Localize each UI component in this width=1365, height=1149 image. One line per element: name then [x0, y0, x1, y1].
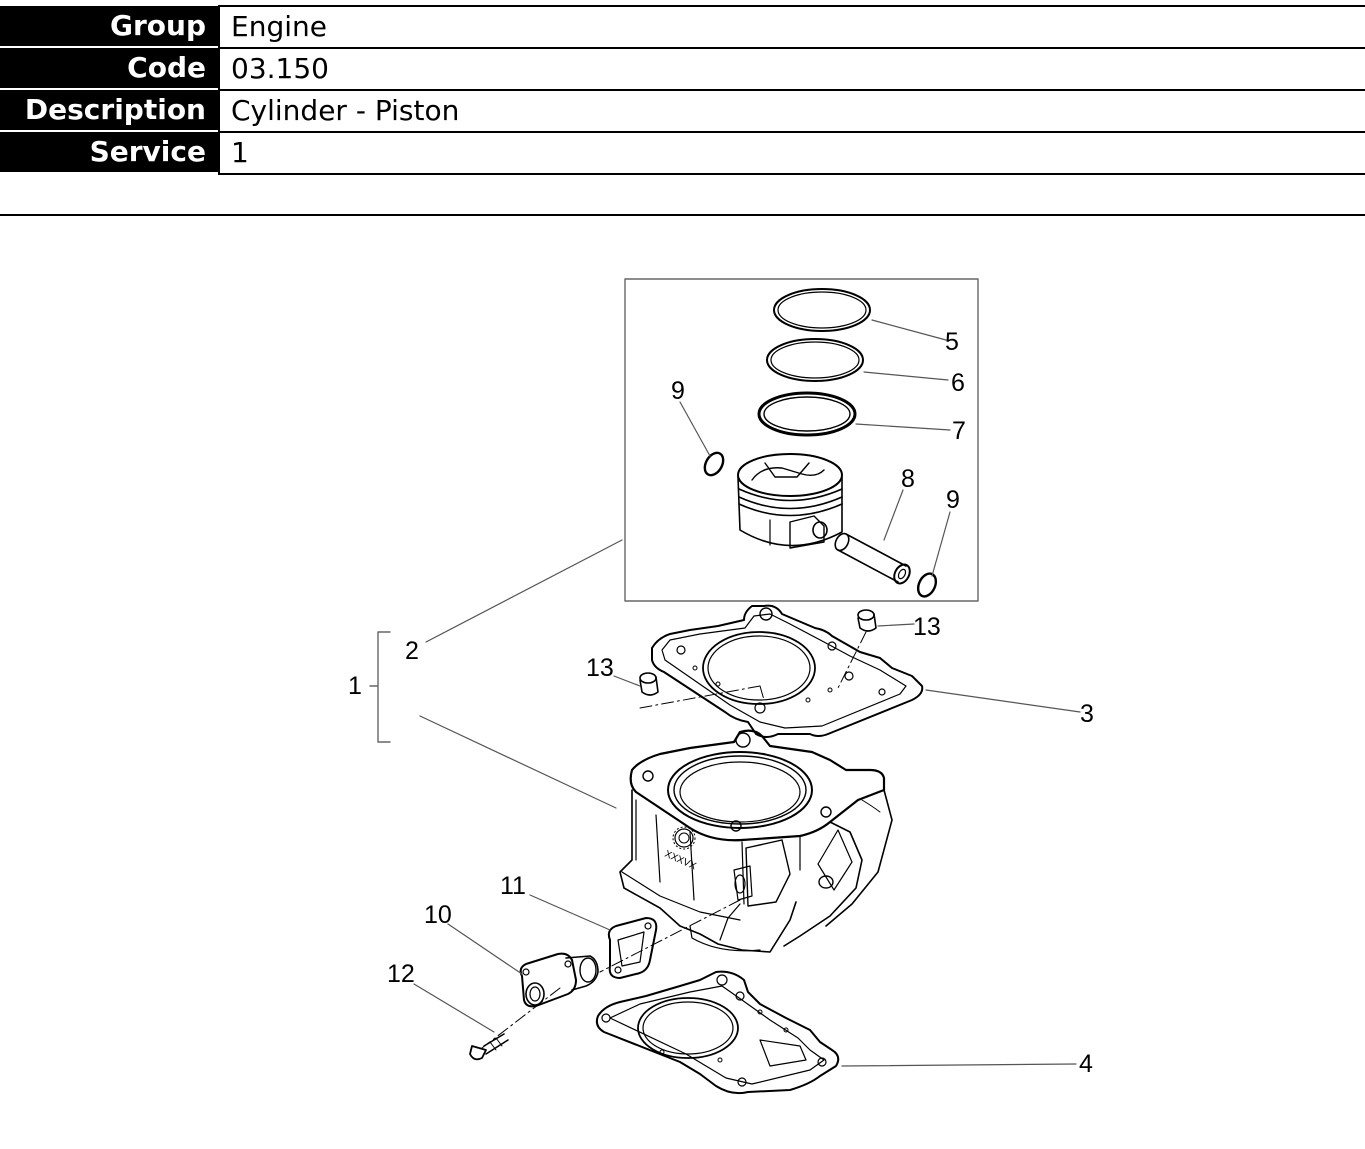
info-row-description: Description Cylinder - Piston: [0, 89, 1365, 131]
callout-5: 5: [945, 328, 959, 356]
description-label: Description: [0, 90, 218, 130]
callout-7: 7: [952, 417, 966, 445]
callout-13-right: 13: [913, 613, 941, 641]
callout-4: 4: [1079, 1050, 1093, 1078]
group-label: Group: [0, 6, 218, 46]
cylinder-marking: XXXVX: [663, 849, 698, 873]
callout-13-left: 13: [586, 654, 614, 682]
tensioner-gasket-11: [607, 917, 658, 979]
cylinder: [619, 729, 893, 953]
bolt-12: [469, 1033, 509, 1061]
compression-ring-5: [773, 288, 871, 332]
service-label: Service: [0, 132, 218, 172]
callout-12: 12: [387, 960, 415, 988]
callout-2: 2: [405, 637, 419, 665]
dowel-13-right: [857, 609, 877, 632]
info-row-service: Service 1: [0, 131, 1365, 175]
dowel-13-left: [639, 672, 659, 696]
callout-10: 10: [424, 901, 452, 929]
chain-tensioner-10: [519, 952, 599, 1008]
cylinder-stamp: XXXVX: [663, 826, 698, 873]
callout-3: 3: [1080, 700, 1094, 728]
circlip-9-right: [916, 572, 938, 598]
info-row-group: Group Engine: [0, 5, 1365, 47]
alignment-lines: [481, 631, 867, 1049]
piston-pin-8: [834, 532, 911, 585]
compression-ring-6: [766, 338, 864, 382]
callout-6: 6: [951, 369, 965, 397]
group-bracket: [369, 631, 391, 743]
code-value: 03.150: [218, 47, 1365, 89]
piston-kit-frame: [624, 278, 979, 602]
circlip-9-left: [703, 451, 725, 477]
info-table: Group Engine Code 03.150 Description Cyl…: [0, 5, 1365, 175]
head-gasket-3: [651, 604, 924, 738]
callout-11: 11: [500, 872, 526, 900]
group-value: Engine: [218, 5, 1365, 47]
oil-ring-7: [757, 391, 857, 437]
leader-lines: [413, 319, 1081, 1067]
piston: [737, 453, 843, 549]
callout-1: 1: [348, 672, 362, 700]
info-row-code: Code 03.150: [0, 47, 1365, 89]
service-value: 1: [218, 131, 1365, 175]
callout-9-left: 9: [671, 377, 685, 405]
callout-8: 8: [901, 465, 915, 493]
description-value: Cylinder - Piston: [218, 89, 1365, 131]
section-divider: [0, 214, 1365, 216]
code-label: Code: [0, 48, 218, 88]
base-gasket-4: [595, 970, 840, 1095]
callout-9-right: 9: [946, 486, 960, 514]
